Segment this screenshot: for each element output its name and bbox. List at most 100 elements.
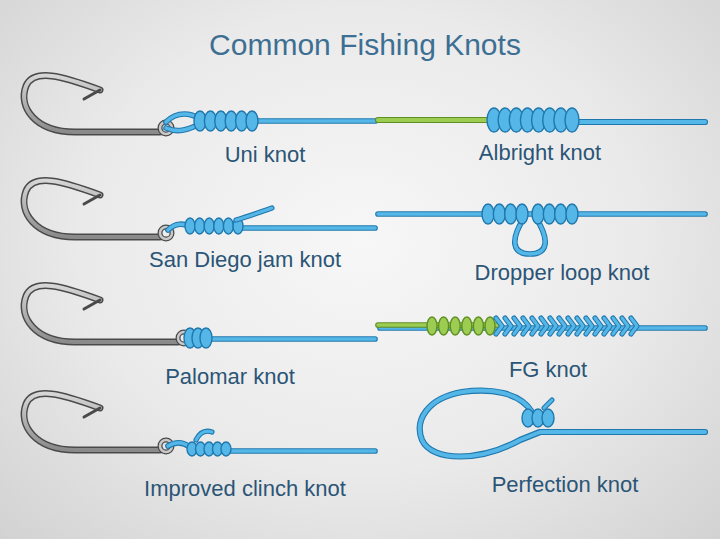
coil-wrap bbox=[427, 317, 437, 335]
knot-name: San Diego jam knot bbox=[149, 247, 341, 273]
braid-wrap bbox=[595, 318, 601, 334]
knot-name: Uni knot bbox=[225, 142, 306, 168]
knot-name: Perfection knot bbox=[492, 472, 639, 498]
braid-wrap-outline bbox=[541, 318, 547, 334]
braid-wrap bbox=[604, 318, 610, 334]
coil-wrap bbox=[532, 204, 544, 224]
coil-wrap bbox=[195, 218, 205, 234]
coil-wrap bbox=[246, 111, 258, 131]
braid-wrap-outline bbox=[568, 318, 574, 334]
line-outline bbox=[560, 119, 705, 125]
knot-name: Improved clinch knot bbox=[144, 476, 346, 502]
uni-knot bbox=[166, 111, 375, 131]
fish-hook bbox=[24, 286, 190, 344]
coil-wrap bbox=[462, 317, 472, 335]
braid-wrap-outline bbox=[559, 318, 565, 334]
hook-barb bbox=[84, 300, 100, 309]
coil-wrap bbox=[439, 317, 449, 335]
coil-wrap bbox=[223, 218, 233, 234]
coil-wrap bbox=[566, 204, 578, 224]
coil-wrap bbox=[482, 204, 494, 224]
line bbox=[226, 449, 375, 453]
line-outline bbox=[250, 118, 375, 124]
hook-shank-shine bbox=[24, 394, 160, 450]
dropper-loop-knot bbox=[378, 204, 705, 254]
fg-knot bbox=[378, 317, 705, 335]
braid-wrap-outline bbox=[586, 318, 592, 334]
coil-wrap bbox=[450, 317, 460, 335]
braid-wrap bbox=[523, 318, 529, 334]
coil-wrap bbox=[200, 328, 212, 348]
line-outline bbox=[166, 114, 198, 131]
fish-hook bbox=[24, 181, 172, 239]
line bbox=[238, 226, 375, 230]
hook-barb bbox=[84, 195, 100, 204]
line-outline bbox=[226, 448, 375, 454]
coil-wrap bbox=[204, 218, 214, 234]
tag-end bbox=[544, 400, 552, 408]
knot-name: Palomar knot bbox=[165, 364, 295, 390]
braid-wrap-outline bbox=[577, 318, 583, 334]
knot-name: Dropper loop knot bbox=[475, 260, 650, 286]
coil-wrap bbox=[565, 108, 579, 132]
braid-wrap bbox=[550, 318, 556, 334]
braid-wrap bbox=[631, 318, 637, 334]
fish-hook bbox=[24, 76, 172, 134]
braid-wrap-outline bbox=[595, 318, 601, 334]
hook-barb bbox=[84, 408, 100, 417]
albright-knot bbox=[378, 108, 705, 132]
braid-wrap bbox=[514, 318, 520, 334]
tag-end-outline bbox=[236, 208, 272, 220]
hook-shank-shine bbox=[24, 286, 178, 342]
san-diego-jam-knot bbox=[168, 208, 375, 234]
perfection-knot bbox=[420, 391, 705, 457]
line-outline bbox=[238, 225, 375, 231]
braid-wrap bbox=[505, 318, 511, 334]
coil-wrap bbox=[485, 317, 495, 335]
braid-wrap-outline bbox=[613, 318, 619, 334]
coil-wrap bbox=[185, 218, 195, 234]
tag-end bbox=[196, 431, 212, 440]
braid-wrap-outline bbox=[514, 318, 520, 334]
braid-wrap bbox=[496, 318, 502, 334]
tag-end-outline bbox=[196, 431, 212, 440]
perfection-loop-outline bbox=[420, 391, 705, 457]
braid-wrap bbox=[577, 318, 583, 334]
improved-clinch-knot bbox=[168, 431, 375, 456]
braid-wrap-outline bbox=[604, 318, 610, 334]
braid-wrap bbox=[568, 318, 574, 334]
coil-wrap bbox=[543, 204, 555, 224]
braid-wrap-outline bbox=[550, 318, 556, 334]
knot-name: Albright knot bbox=[479, 140, 601, 166]
line bbox=[206, 337, 375, 341]
line bbox=[166, 114, 198, 131]
line-outline bbox=[206, 336, 375, 342]
braid-wrap-outline bbox=[496, 318, 502, 334]
hook-shank-shine bbox=[24, 76, 160, 132]
hook-barb bbox=[84, 90, 100, 99]
coil-wrap bbox=[214, 218, 224, 234]
hook-shank bbox=[24, 394, 160, 450]
fish-hook bbox=[24, 394, 172, 452]
coil-wrap bbox=[221, 442, 231, 456]
coil-wrap bbox=[516, 204, 528, 224]
hook-shank bbox=[24, 286, 178, 342]
braid-wrap bbox=[622, 318, 628, 334]
tag-end bbox=[236, 208, 272, 220]
coil-wrap bbox=[555, 204, 567, 224]
braid-wrap bbox=[532, 318, 538, 334]
braid-wrap bbox=[613, 318, 619, 334]
braid-wrap bbox=[541, 318, 547, 334]
line bbox=[250, 119, 375, 123]
braid-wrap-outline bbox=[622, 318, 628, 334]
coil-wrap bbox=[542, 409, 554, 427]
braid-wrap-outline bbox=[631, 318, 637, 334]
line bbox=[560, 120, 705, 124]
hook-shank bbox=[24, 76, 160, 132]
coil-wrap bbox=[505, 204, 517, 224]
coil-wrap bbox=[473, 317, 483, 335]
braid-wrap bbox=[559, 318, 565, 334]
hook-shank bbox=[24, 181, 160, 237]
diagram-title: Common Fishing Knots bbox=[209, 28, 521, 62]
hook-shank-shine bbox=[24, 181, 160, 237]
